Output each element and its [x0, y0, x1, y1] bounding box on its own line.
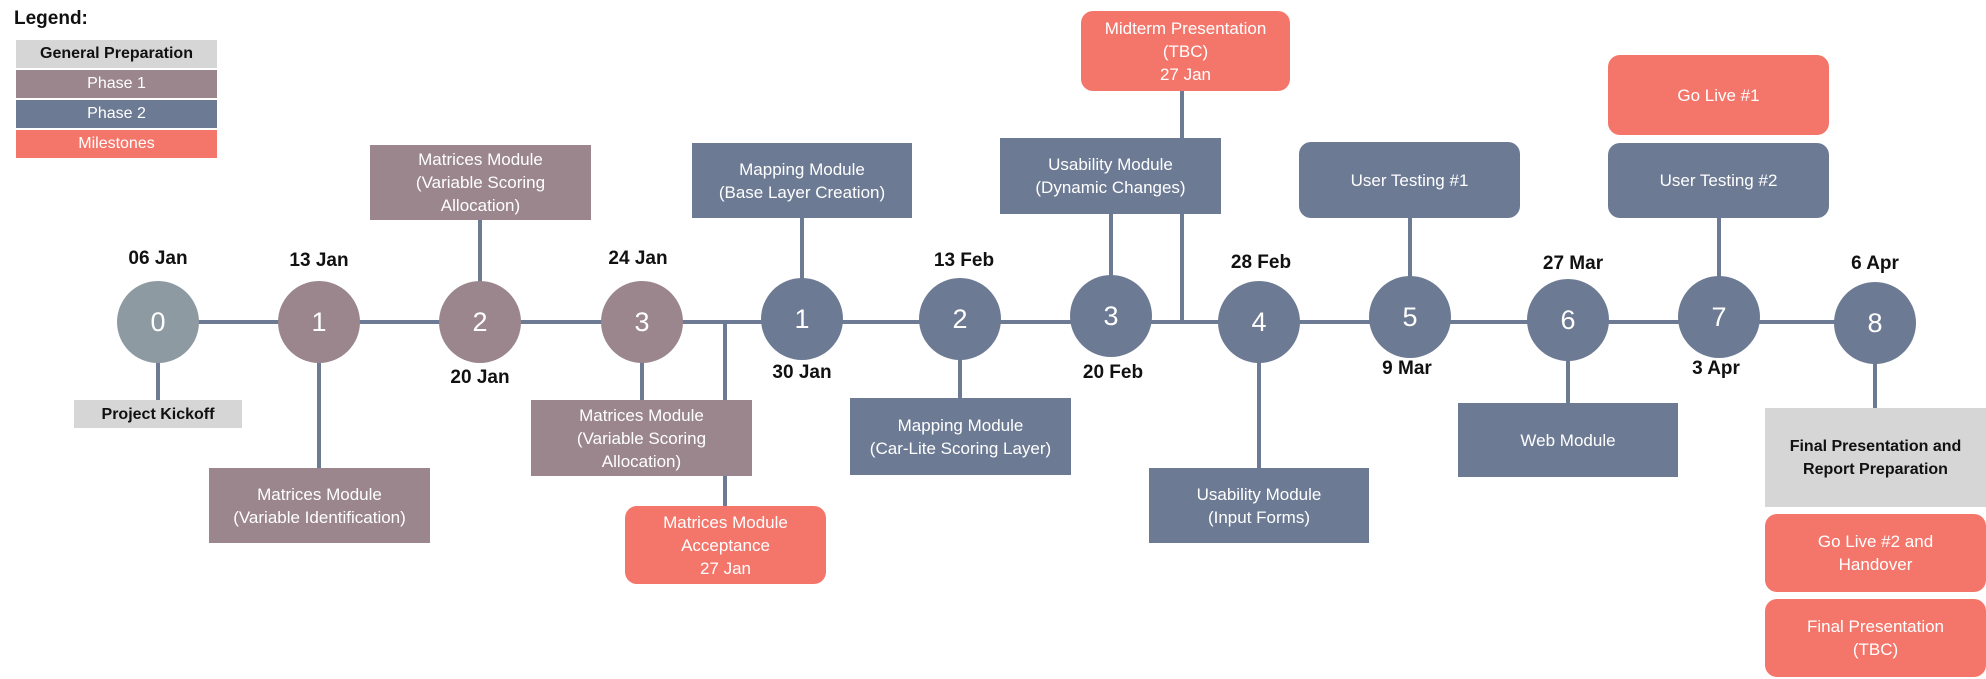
legend-milestones: Milestones	[16, 130, 217, 158]
timeline-node-1: 1	[278, 281, 360, 363]
task-line: Allocation)	[601, 451, 682, 471]
task-matrices-variable-scoring-bottom: Matrices Module (Variable Scoring Alloca…	[531, 400, 752, 476]
date-label: 3 Apr	[1692, 358, 1740, 379]
task-label: Web Module	[1520, 430, 1616, 450]
task-user-testing-1: User Testing #1	[1299, 142, 1520, 218]
task-usability-input-forms: Usability Module (Input Forms)	[1149, 468, 1369, 543]
task-line: (TBC)	[1162, 41, 1209, 61]
task-line: (Variable Scoring	[576, 428, 707, 448]
date-label: 20 Jan	[450, 367, 510, 388]
timeline-node-0: 0	[117, 281, 199, 363]
milestone-midterm-presentation: Midterm Presentation (TBC) 27 Jan	[1081, 11, 1290, 91]
timeline-node-11: 8	[1834, 282, 1916, 364]
task-line: (Dynamic Changes)	[1035, 178, 1186, 197]
legend-phase-2: Phase 2	[16, 100, 217, 128]
task-label: Go Live #1	[1677, 85, 1760, 105]
timeline-node-5: 2	[919, 278, 1001, 360]
task-web-module: Web Module	[1458, 403, 1678, 477]
task-line: (Car-Lite Scoring Layer)	[869, 438, 1052, 458]
task-line: (Input Forms)	[1207, 507, 1310, 527]
task-line: (TBC)	[1852, 640, 1899, 659]
task-line: Final Presentation	[1806, 617, 1945, 636]
milestone-final-presentation: Final Presentation (TBC)	[1765, 599, 1986, 677]
milestone-go-live-1: Go Live #1	[1608, 55, 1829, 135]
task-line: 27 Jan	[1159, 64, 1212, 84]
timeline-node-2: 2	[439, 281, 521, 363]
task-usability-dynamic-changes: Usability Module (Dynamic Changes)	[1000, 138, 1221, 214]
date-label: 27 Mar	[1542, 253, 1604, 274]
timeline-node-10: 7	[1678, 276, 1760, 358]
task-line: Usability Module	[1196, 484, 1322, 504]
timeline-node-6: 3	[1070, 275, 1152, 357]
date-label: 13 Feb	[933, 250, 995, 271]
task-line: Mapping Module	[897, 415, 1024, 435]
timeline-node-4: 1	[761, 278, 843, 360]
date-label: 13 Jan	[289, 250, 349, 271]
legend-title: Legend:	[14, 8, 88, 29]
task-line: Handover	[1838, 555, 1913, 574]
task-line: (Base Layer Creation)	[718, 182, 886, 202]
task-final-report-preparation: Final Presentation and Report Preparatio…	[1765, 408, 1986, 507]
task-mapping-carlite-layer: Mapping Module (Car-Lite Scoring Layer)	[850, 398, 1071, 475]
task-line: Midterm Presentation	[1104, 18, 1267, 38]
date-label: 30 Jan	[772, 362, 832, 383]
date-label: 6 Apr	[1851, 253, 1899, 274]
date-label: 9 Mar	[1382, 358, 1432, 379]
task-line: Acceptance	[681, 535, 770, 555]
task-line: 27 Jan	[699, 558, 752, 578]
timeline-node-9: 6	[1527, 279, 1609, 361]
task-line: Usability Module	[1048, 155, 1173, 174]
timeline-node-7: 4	[1218, 281, 1300, 363]
task-label: User Testing #2	[1659, 171, 1778, 190]
task-project-kickoff: Project Kickoff	[74, 400, 242, 428]
timeline-node-3: 3	[601, 281, 683, 363]
task-line: Go Live #2 and	[1817, 532, 1934, 551]
date-label: 06 Jan	[128, 248, 188, 269]
task-line: Matrices Module	[579, 405, 704, 425]
task-line: Report Preparation	[1803, 460, 1948, 478]
task-line: Mapping Module	[739, 159, 865, 179]
legend-phase-1: Phase 1	[16, 70, 217, 98]
task-line: (Variable Identification)	[233, 507, 406, 527]
task-line: Allocation)	[440, 196, 521, 215]
task-label: User Testing #1	[1350, 170, 1469, 190]
task-line: Final Presentation and	[1789, 437, 1962, 455]
date-label: 24 Jan	[608, 248, 668, 269]
milestone-go-live-2-handover: Go Live #2 and Handover	[1765, 514, 1986, 592]
date-label: 28 Feb	[1230, 252, 1292, 273]
legend-general-preparation: General Preparation	[16, 40, 217, 68]
task-line: Matrices Module	[663, 512, 788, 532]
task-line: Matrices Module	[257, 484, 382, 504]
task-matrices-variable-scoring-top: Matrices Module (Variable Scoring Alloca…	[370, 145, 591, 220]
task-line: Matrices Module	[418, 150, 543, 169]
task-matrices-variable-identification: Matrices Module (Variable Identification…	[209, 468, 430, 543]
task-label: Project Kickoff	[101, 405, 215, 423]
task-mapping-base-layer: Mapping Module (Base Layer Creation)	[692, 143, 912, 218]
timeline-node-8: 5	[1369, 276, 1451, 358]
task-user-testing-2: User Testing #2	[1608, 143, 1829, 218]
milestone-matrices-acceptance: Matrices Module Acceptance 27 Jan	[625, 506, 826, 584]
task-line: (Variable Scoring	[415, 173, 546, 192]
date-label: 20 Feb	[1082, 362, 1144, 383]
